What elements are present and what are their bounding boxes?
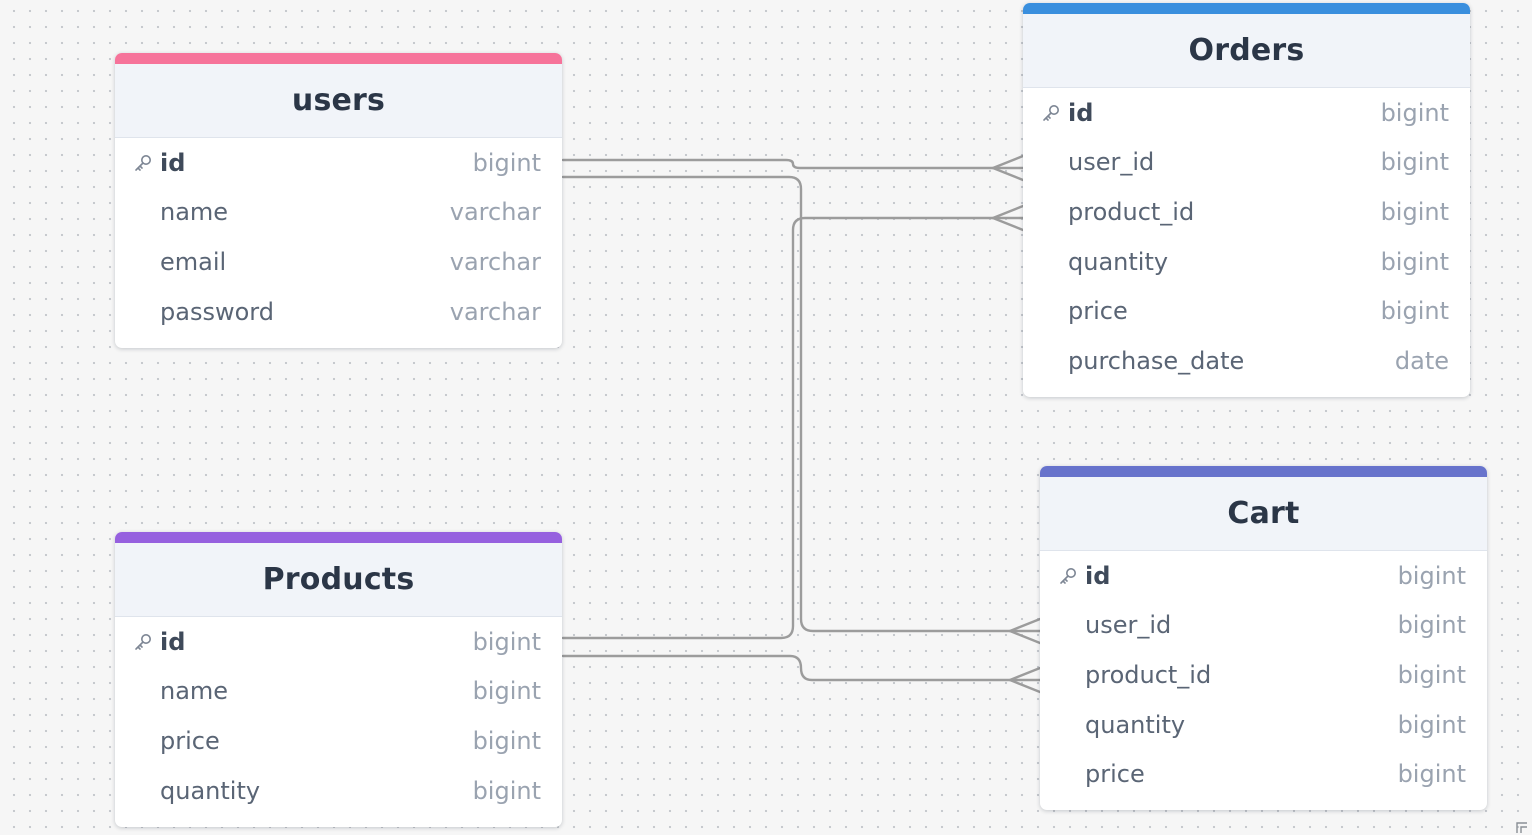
field-name: price xyxy=(1068,297,1128,326)
field-name: password xyxy=(160,297,274,326)
field-row[interactable]: product_id bigint xyxy=(1023,187,1470,237)
table-header[interactable]: Products xyxy=(115,543,562,617)
field-type: bigint xyxy=(1380,297,1449,326)
field-row[interactable]: user_id bigint xyxy=(1023,138,1470,188)
field-type: varchar xyxy=(449,297,541,326)
field-name: price xyxy=(1085,760,1145,789)
field-name: quantity xyxy=(1085,710,1186,739)
field-type: bigint xyxy=(1380,247,1449,276)
field-row[interactable]: purchase_date date xyxy=(1023,336,1470,386)
table-header[interactable]: Orders xyxy=(1023,14,1470,88)
table-color-bar xyxy=(115,532,562,543)
crow-foot-icon xyxy=(991,154,1025,182)
field-row[interactable]: quantity bigint xyxy=(1040,700,1487,750)
relation-users-orders[interactable] xyxy=(561,158,1025,170)
key-icon xyxy=(135,634,151,650)
field-type: bigint xyxy=(472,148,541,177)
field-row[interactable]: quantity bigint xyxy=(115,766,562,816)
field-name: email xyxy=(160,247,227,276)
table-cart[interactable]: Cart id bigint user_id bigint product_id… xyxy=(1040,466,1487,810)
field-row[interactable]: id bigint xyxy=(115,617,562,667)
table-title: Cart xyxy=(1227,496,1300,531)
relation-users-cart[interactable] xyxy=(561,175,1042,633)
relation-products-orders[interactable] xyxy=(561,216,1025,640)
field-type: bigint xyxy=(1397,561,1466,590)
resize-handle-icon[interactable] xyxy=(1516,822,1528,834)
field-name: user_id xyxy=(1068,148,1155,177)
field-row[interactable]: user_id bigint xyxy=(1040,601,1487,651)
field-name: id xyxy=(1068,98,1094,127)
field-name: purchase_date xyxy=(1068,346,1245,375)
table-title: Products xyxy=(262,562,415,597)
relation-products-cart[interactable] xyxy=(561,654,1042,682)
field-type: bigint xyxy=(1380,197,1449,226)
table-users[interactable]: users id bigint name varchar email varch… xyxy=(115,53,562,348)
field-row[interactable]: id bigint xyxy=(115,138,562,188)
field-name: product_id xyxy=(1085,660,1212,689)
field-type: bigint xyxy=(472,677,541,706)
field-row[interactable]: email varchar xyxy=(115,237,562,287)
field-type: bigint xyxy=(472,726,541,755)
key-icon xyxy=(135,155,151,171)
field-row[interactable]: id bigint xyxy=(1040,551,1487,601)
table-title: Orders xyxy=(1188,33,1305,68)
field-row[interactable]: name varchar xyxy=(115,188,562,238)
field-name: id xyxy=(1085,561,1111,590)
field-type: bigint xyxy=(1397,760,1466,789)
field-row[interactable]: price bigint xyxy=(1023,286,1470,336)
field-name: product_id xyxy=(1068,197,1195,226)
key-icon xyxy=(1060,568,1076,584)
field-type: varchar xyxy=(449,198,541,227)
field-name: name xyxy=(160,677,229,706)
field-type: bigint xyxy=(1380,98,1449,127)
field-row[interactable]: quantity bigint xyxy=(1023,237,1470,287)
field-type: bigint xyxy=(1397,611,1466,640)
field-name: price xyxy=(160,726,220,755)
field-row[interactable]: price bigint xyxy=(1040,749,1487,799)
field-row[interactable]: price bigint xyxy=(115,716,562,766)
crow-foot-icon xyxy=(991,204,1025,232)
table-orders[interactable]: Orders id bigint user_id bigint product_… xyxy=(1023,3,1470,397)
field-row[interactable]: password varchar xyxy=(115,287,562,337)
field-type: bigint xyxy=(472,776,541,805)
table-title: users xyxy=(291,83,386,118)
table-color-bar xyxy=(1040,466,1487,477)
field-name: name xyxy=(160,198,229,227)
field-type: bigint xyxy=(472,627,541,656)
crow-foot-icon xyxy=(1008,617,1042,645)
field-type: bigint xyxy=(1397,710,1466,739)
table-header[interactable]: Cart xyxy=(1040,477,1487,551)
field-name: user_id xyxy=(1085,611,1172,640)
field-name: id xyxy=(160,148,186,177)
field-type: date xyxy=(1394,346,1449,375)
table-header[interactable]: users xyxy=(115,64,562,138)
field-name: id xyxy=(160,627,186,656)
field-row[interactable]: name bigint xyxy=(115,667,562,717)
crow-foot-icon xyxy=(1008,666,1042,694)
field-type: bigint xyxy=(1380,148,1449,177)
table-color-bar xyxy=(1023,3,1470,14)
table-color-bar xyxy=(115,53,562,64)
table-products[interactable]: Products id bigint name bigint price big… xyxy=(115,532,562,827)
field-type: varchar xyxy=(449,247,541,276)
field-row[interactable]: id bigint xyxy=(1023,88,1470,138)
field-name: quantity xyxy=(160,776,261,805)
key-icon xyxy=(1043,105,1059,121)
field-row[interactable]: product_id bigint xyxy=(1040,650,1487,700)
field-type: bigint xyxy=(1397,660,1466,689)
field-name: quantity xyxy=(1068,247,1169,276)
